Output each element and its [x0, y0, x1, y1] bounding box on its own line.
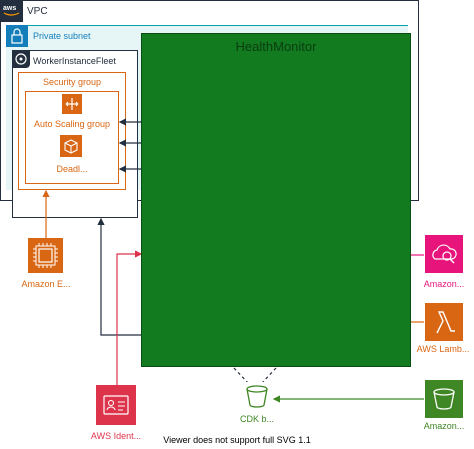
- deadline-icon: [60, 135, 82, 157]
- lock-icon: [6, 25, 28, 47]
- cloudwatch-icon: [425, 235, 463, 273]
- lambda-label: AWS Lamb...: [416, 344, 470, 354]
- cloudwatch-label: Amazon...: [423, 279, 465, 289]
- fleet-icon: [12, 50, 30, 68]
- iam-icon: [96, 385, 136, 425]
- aws-cloud-icon: aws: [0, 0, 23, 22]
- health-monitor-box: [141, 33, 411, 367]
- cdk-bucket-label: CDK b...: [239, 414, 274, 424]
- lambda-icon: [425, 303, 463, 341]
- s3-icon: [425, 380, 463, 418]
- svg-text:aws: aws: [3, 5, 16, 12]
- auto-scaling-icon: [62, 94, 82, 114]
- ec2-icon: [28, 238, 63, 273]
- worker-instance-fleet-label: WorkerInstanceFleet: [33, 56, 116, 66]
- ec2-label: Amazon E...: [21, 279, 71, 289]
- bucket-icon: [243, 382, 271, 410]
- iam-label: AWS Ident...: [90, 431, 142, 441]
- deadline-label: Deadl...: [56, 164, 88, 174]
- auto-scaling-group-label: Auto Scaling group: [33, 119, 111, 129]
- health-monitor-label: HealthMonitor: [235, 39, 317, 54]
- vpc-label: VPC: [27, 6, 48, 17]
- s3-label: Amazon...: [423, 421, 465, 431]
- viewer-warning: Viewer does not support full SVG 1.1: [163, 435, 311, 445]
- security-group-label: Security group: [42, 77, 102, 87]
- private-subnet-label: Private subnet: [33, 31, 91, 41]
